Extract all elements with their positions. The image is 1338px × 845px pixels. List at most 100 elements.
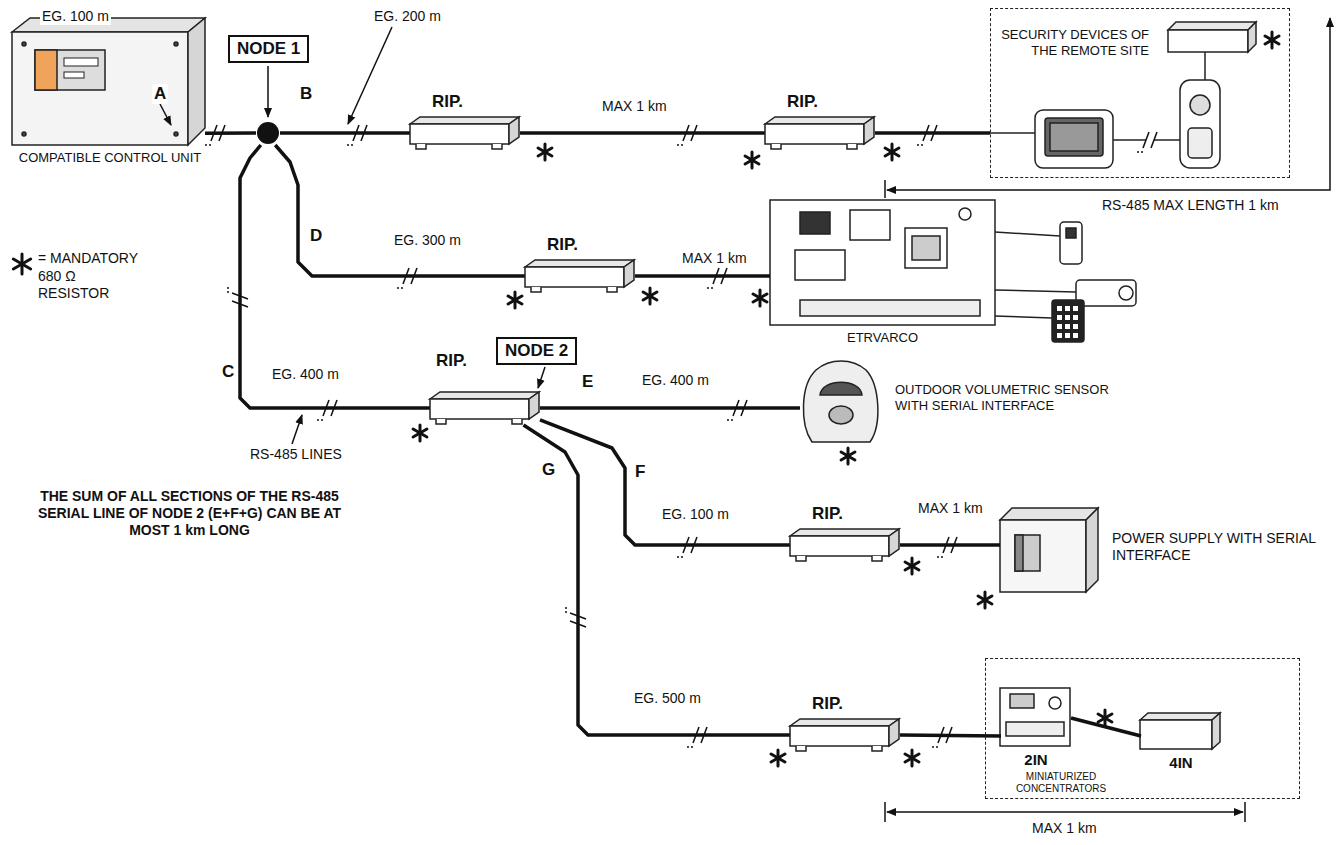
line-break-mark (317, 400, 337, 421)
control-unit (174, 132, 178, 136)
node-shape (790, 726, 889, 746)
node-shape (525, 259, 635, 293)
concentrator-boards (1006, 722, 1064, 736)
node-shape (790, 529, 899, 536)
line-break-mark (932, 746, 934, 748)
concentrator-boards (1212, 713, 1220, 749)
node-shape (847, 144, 857, 149)
node-shape (256, 121, 280, 145)
resistor-mark (905, 754, 919, 762)
resistor-mark (771, 750, 785, 766)
line-break-mark (565, 607, 586, 627)
rs485-line (635, 274, 770, 278)
line-label: MAX 1 km (600, 98, 669, 115)
resistor-mark (508, 296, 522, 304)
node-shape (765, 116, 875, 150)
resistor-mark (413, 425, 427, 441)
legend-swatch (13, 259, 30, 269)
resistor-mark (885, 148, 899, 156)
node-label: SECURITY DEVICES OF THE REMOTE SITE (999, 27, 1149, 58)
rs485-line (275, 145, 525, 276)
node-label: 4IN (1141, 754, 1221, 772)
node-shape (492, 144, 502, 149)
node-shape (770, 200, 995, 325)
keypad-keys (1065, 324, 1070, 329)
note-text: THE SUM OF ALL SECTIONS OF THE RS-485 SE… (15, 488, 364, 538)
node-label: RIP. (812, 504, 843, 524)
node-shape (257, 122, 279, 144)
node-shape (607, 287, 617, 292)
security-devices (1188, 128, 1212, 158)
line-break-mark (731, 419, 733, 421)
line-label: E (580, 372, 595, 392)
dimension-line (884, 180, 886, 198)
rs485-line (280, 131, 410, 135)
security-devices (1204, 52, 1206, 80)
node-shape (5, 18, 205, 146)
power-supply (1000, 508, 1098, 592)
resistor-mark (841, 448, 855, 464)
node-shape (509, 117, 519, 144)
node-shape (430, 392, 539, 399)
node-shape (796, 556, 806, 561)
resistor-mark (508, 296, 522, 304)
length-label: EG. 100 m (660, 506, 731, 523)
etrvarco-board (800, 212, 830, 234)
outdoor-sensor (829, 406, 853, 424)
line-break-mark (397, 268, 417, 289)
leader-line (160, 104, 171, 125)
resistor-mark (978, 596, 992, 604)
node-shape (889, 529, 899, 556)
keypad-keys (1057, 306, 1078, 338)
outdoor-sensor (803, 361, 877, 442)
security-devices (1248, 22, 1256, 52)
etrvarco-board (1060, 222, 1082, 264)
node-shape (436, 419, 446, 424)
etrvarco-board (995, 290, 1076, 292)
security-devices (1045, 118, 1103, 156)
node-shape (800, 360, 880, 445)
node-shape (1001, 689, 1071, 747)
outdoor-sensor (803, 361, 877, 442)
node-shape (889, 719, 899, 746)
resistor-mark (885, 148, 899, 156)
node-shape (430, 391, 540, 425)
resistor-mark (413, 32, 1279, 766)
resistor-mark (1265, 32, 1279, 48)
node-shape (1141, 714, 1221, 750)
rs485-line (875, 131, 990, 135)
resistor-mark (753, 294, 767, 302)
line-break-mark (711, 287, 713, 289)
power-supply (1086, 508, 1098, 592)
line-break-mark (727, 419, 729, 421)
line-break-mark (941, 556, 943, 558)
node-label: POWER SUPPLY WITH SERIAL INTERFACE (1112, 530, 1317, 564)
line-break-mark (397, 287, 399, 289)
resistor-mark (538, 148, 552, 156)
node-shape (525, 267, 624, 287)
keypad-keys (1073, 324, 1078, 329)
leader-line (160, 27, 545, 444)
line-break-mark (205, 125, 1157, 748)
resistor-mark (745, 152, 759, 168)
security-devices (1050, 123, 1098, 151)
resistor-mark (508, 292, 522, 308)
resistor-mark (753, 290, 767, 306)
line-break-mark (681, 556, 683, 558)
dimension-line (887, 18, 1330, 190)
legend-text: = MANDATORY 680 Ω RESISTOR (38, 250, 146, 303)
security-devices (1168, 22, 1256, 30)
node-shape (430, 399, 529, 419)
node-shape (1000, 508, 1100, 592)
keypad-keys (1065, 306, 1070, 311)
line-break-mark (565, 611, 567, 613)
security-devices (990, 22, 1256, 168)
etrvarco-board (1119, 286, 1133, 300)
line-break-mark (932, 727, 952, 748)
node-shape (765, 117, 874, 124)
line-label: MAX 1 km (680, 250, 749, 267)
line-break-mark (347, 144, 349, 146)
length-label: EG. 500 m (632, 690, 703, 707)
